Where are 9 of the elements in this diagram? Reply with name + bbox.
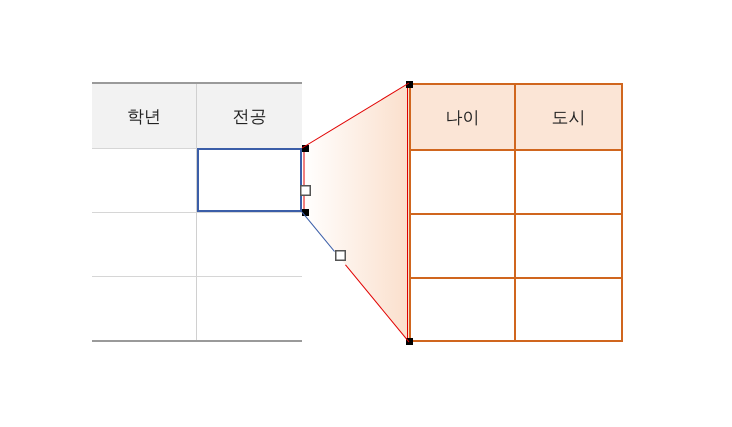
connector-line — [302, 82, 410, 148]
selected-cell — [197, 148, 302, 212]
column-header: 전공 — [197, 84, 302, 148]
column-header: 나이 — [411, 85, 516, 149]
table — [92, 82, 302, 342]
connector-line — [302, 212, 410, 342]
column-header: 학년 — [92, 84, 197, 148]
column-header: 도시 — [516, 85, 621, 149]
table — [409, 83, 623, 342]
